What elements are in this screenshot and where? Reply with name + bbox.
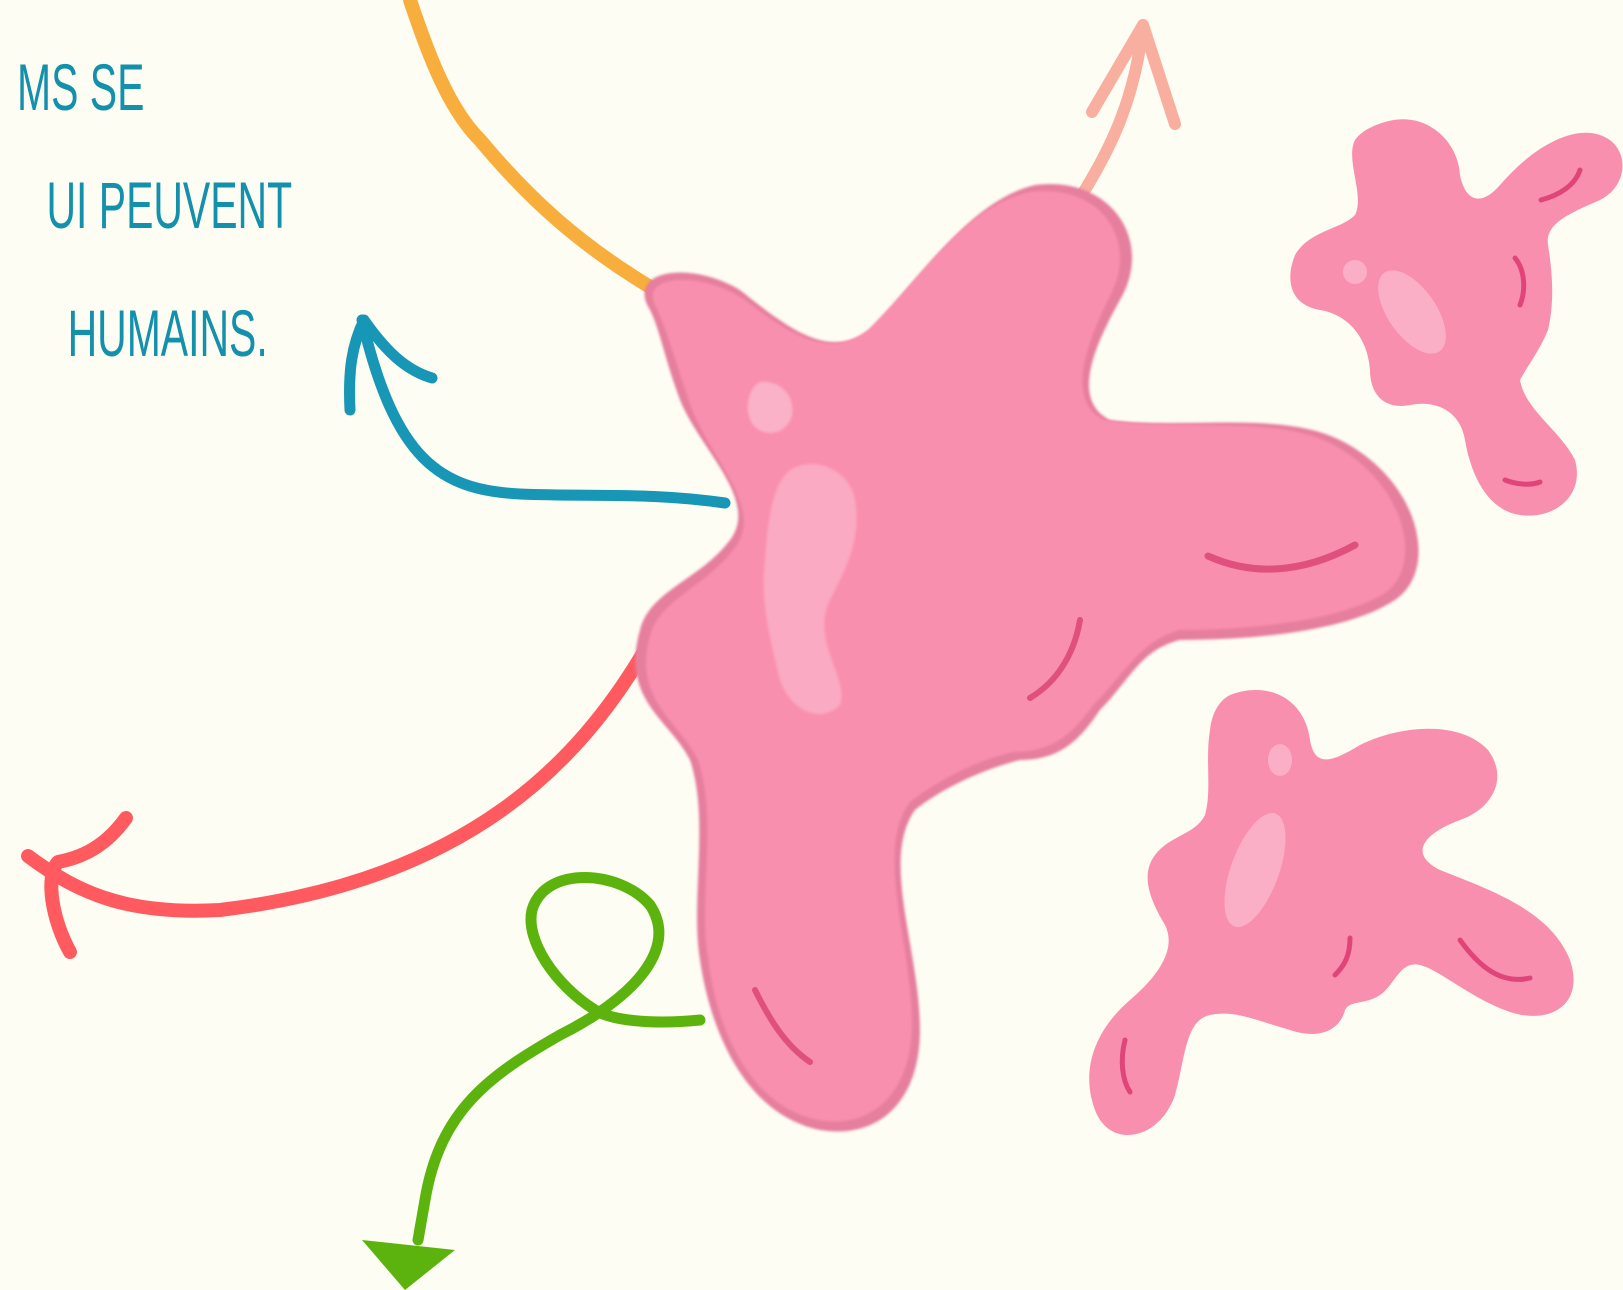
green-arrow-head [362, 1240, 455, 1290]
peach-arrow [1080, 25, 1175, 198]
orange-arrow [410, 0, 655, 290]
small-bacterium-bottom-dot [1268, 744, 1292, 776]
red-arrow [28, 650, 645, 952]
small-bacterium-top-dot [1343, 260, 1367, 284]
small-bacterium-bottom [1089, 690, 1573, 1135]
green-loop-arrow [418, 878, 700, 1241]
small-bacterium-bottom-body [1089, 690, 1573, 1135]
